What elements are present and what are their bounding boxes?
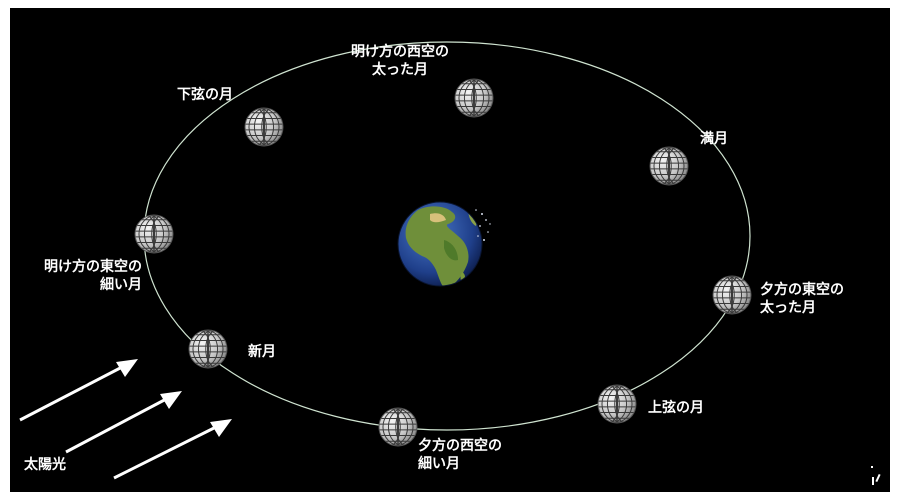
moon-waning-crescent-icon (134, 214, 174, 254)
sunlight-arrows (19, 359, 232, 480)
moon-last-quarter-icon (244, 107, 284, 147)
label-waxing-gibbous: 夕方の東空の 太った月 (760, 282, 844, 316)
moon-waxing-gibbous-icon (712, 275, 752, 315)
moon-waxing-crescent-icon (378, 407, 418, 447)
corner-mark-icon (871, 466, 881, 485)
label-new-moon: 新月 (248, 344, 276, 360)
moon-new-icon (188, 329, 228, 369)
label-waning-crescent: 明け方の東空の 細い月 (44, 259, 142, 293)
sunlight-arrow-icon (19, 359, 138, 422)
label-full-moon: 満月 (700, 131, 728, 147)
label-waning-gibbous: 明け方の西空の 太った月 (351, 44, 449, 78)
label-last-quarter: 下弦の月 (177, 87, 233, 103)
moon-full-icon (649, 146, 689, 186)
sunlight-arrow-icon (113, 419, 232, 480)
sunlight-arrow-icon (65, 391, 182, 454)
moon-first-quarter-icon (597, 384, 637, 424)
moon-waning-gibbous-icon (454, 78, 494, 118)
label-waxing-crescent: 夕方の西空の 細い月 (418, 438, 502, 472)
label-first-quarter: 上弦の月 (648, 400, 704, 416)
sunlight-label: 太陽光 (24, 457, 66, 473)
earth-icon (397, 201, 491, 287)
